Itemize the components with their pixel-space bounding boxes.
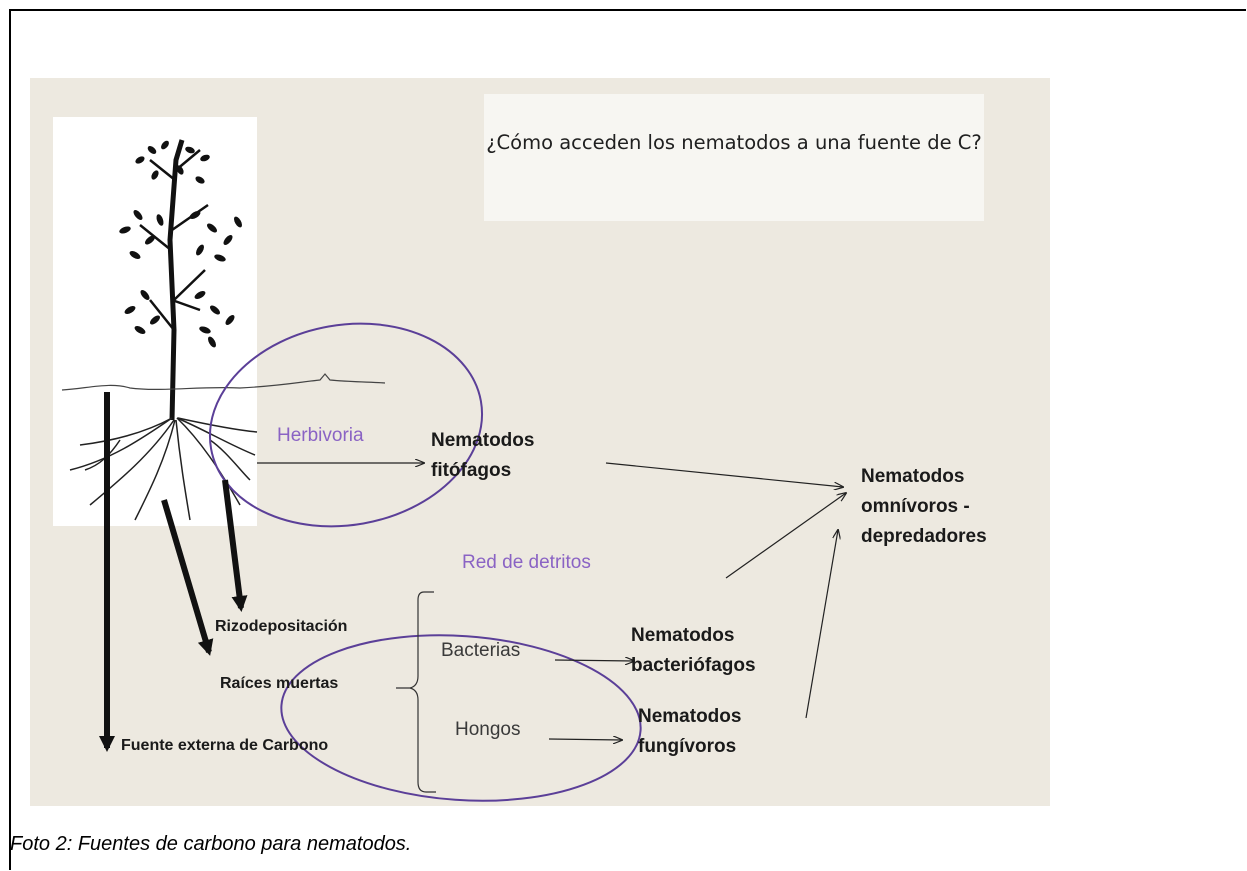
nem-fung-line1: Nematodos: [638, 706, 742, 727]
fuente-externa-label: Fuente externa de Carbono: [121, 737, 329, 754]
nem-fitofagos-line1: Nematodos: [431, 430, 535, 451]
detritus-to-omnivoros-arrow: [725, 493, 846, 579]
bacterias-label: Bacterias: [441, 640, 521, 661]
fungi-arrow: [548, 739, 622, 740]
nem-bact-line2: bacteriófagos: [631, 655, 756, 676]
nematodos-omnivoros-label: Nematodos omnívoros - depredadores: [861, 462, 987, 552]
herbivoria-label: Herbivoria: [277, 425, 364, 446]
dead-roots-arrow: [161, 499, 214, 656]
nematodos-fitofagos-label: Nematodos fitófagos: [431, 426, 534, 486]
fitofagos-to-omnivoros-arrow: [605, 462, 843, 487]
nem-omnivoros-line2: omnívoros -: [861, 496, 970, 517]
tree-icon: [69, 139, 258, 521]
nem-fung-line2: fungívoros: [638, 736, 737, 757]
diagram-title: ¿Cómo acceden los nematodos a una fuente…: [486, 131, 982, 154]
bacteria-arrow: [554, 660, 634, 661]
hongos-label: Hongos: [455, 719, 521, 740]
red-detritos-label: Red de detritos: [462, 552, 591, 573]
question-box: [484, 94, 984, 221]
herbivory-ellipse: [208, 322, 484, 528]
nem-omnivoros-line1: Nematodos: [861, 466, 965, 487]
nem-omnivoros-line3: depredadores: [861, 526, 987, 547]
nematodos-bacteriofagos-label: Nematodos bacteriófagos: [631, 621, 756, 681]
rhizodeposition-arrow: [222, 479, 248, 612]
figure-frame: [9, 9, 1246, 870]
detritus-ellipse: [280, 634, 642, 802]
raices-muertas-label: Raíces muertas: [220, 675, 339, 692]
nematodos-fungivoros-label: Nematodos fungívoros: [638, 702, 741, 762]
ground-line: [61, 373, 386, 391]
curly-brace: [396, 591, 436, 793]
nem-fitofagos-line2: fitófagos: [431, 460, 512, 481]
fungivoros-to-omnivoros-arrow: [805, 530, 838, 719]
nem-bact-line1: Nematodos: [631, 625, 735, 646]
figure-caption: Foto 2: Fuentes de carbono para nematodo…: [10, 833, 412, 855]
rizodepositacion-label: Rizodepositación: [215, 618, 348, 635]
